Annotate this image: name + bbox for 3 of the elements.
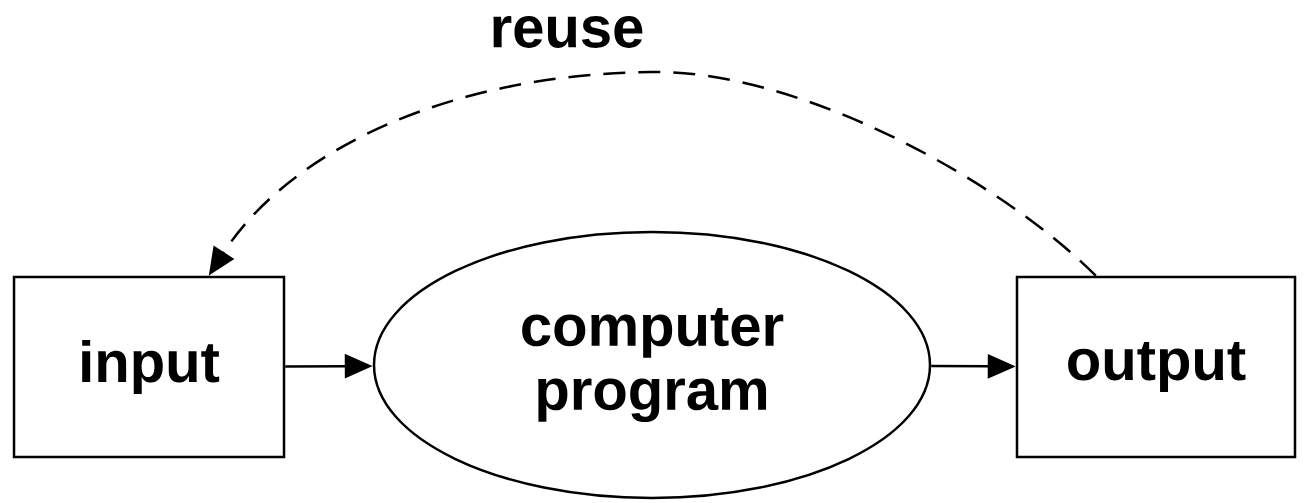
process-box: output [1015, 275, 1297, 459]
process-box: input [12, 275, 286, 459]
edge-label: reuse [487, 14, 647, 50]
